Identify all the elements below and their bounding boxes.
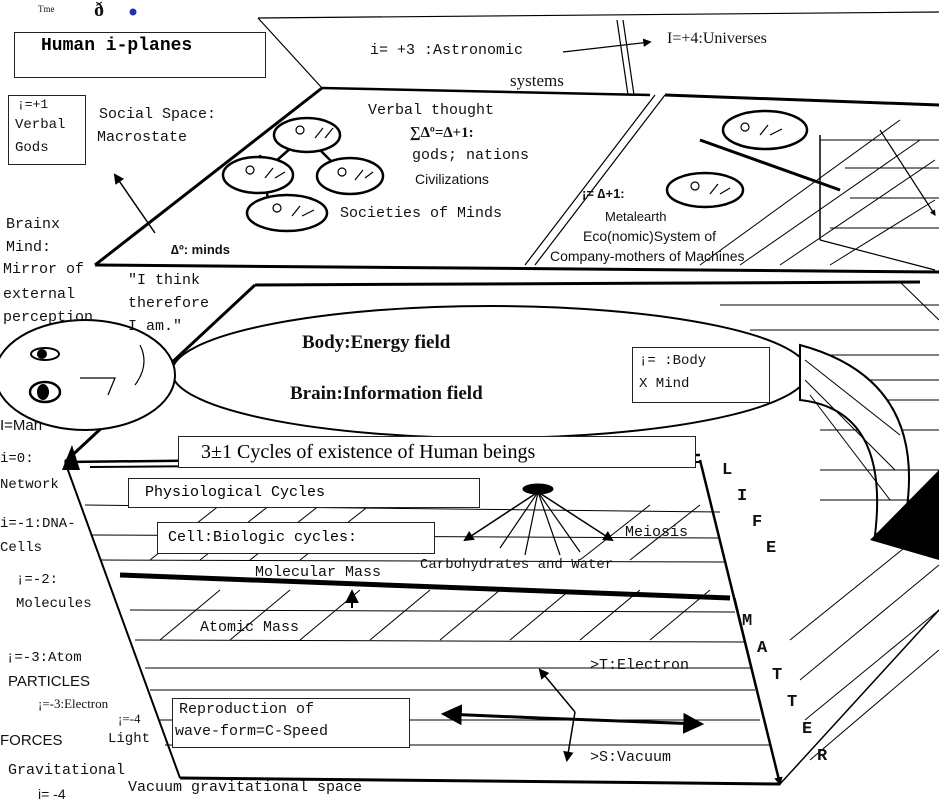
verbal-thought-label: Verbal thought [368, 102, 495, 119]
formula-label: ∑∆º=∆+1: [410, 125, 474, 141]
molecules-label: Molecules [16, 596, 92, 612]
civilizations-label: Civilizations [415, 171, 489, 187]
minds-network [221, 109, 809, 233]
verbal-label: Verbal [15, 117, 66, 133]
life-letter-f: F [752, 513, 763, 532]
quote-line-2: therefore [128, 295, 210, 312]
gods-label: Gods [15, 140, 49, 156]
universes-label: I=+4:Universes [667, 30, 767, 47]
man-head-circle [0, 319, 176, 431]
matter-letter-t1: T [772, 666, 783, 685]
particles-label: PARTICLES [8, 673, 90, 690]
mind-circle-1 [272, 116, 342, 154]
macrostate-label: Macrostate [97, 129, 188, 146]
life-letter-e: E [766, 539, 777, 558]
man-label: I=Man [0, 417, 43, 434]
econ-system-label: Eco(nomic)System of [583, 228, 717, 244]
wave-arrows [440, 668, 705, 763]
societies-label: Societies of Minds [340, 205, 503, 222]
matter-letter-m: M [742, 612, 753, 631]
life-letter-l: L [722, 461, 733, 480]
arrow-to-social [113, 173, 156, 234]
mind-circle-6 [665, 171, 745, 209]
vacuum-space-label: Vacuum gravitational space [128, 779, 363, 796]
gravitational-label: Gravitational [8, 762, 126, 779]
gods-nations-label: gods; nations [412, 147, 530, 164]
delta-plus-label: ¡= ∆+1: [582, 186, 625, 201]
top-cut-symbol: ð [94, 0, 104, 21]
body-mind-line-1: ¡= :Body [639, 353, 707, 369]
top-blue-dot [129, 8, 137, 16]
matter-letter-t2: T [787, 693, 798, 712]
dna-label: i=-1:DNA- [0, 516, 76, 532]
company-mothers-label: Company-mothers of Machines [550, 248, 745, 264]
cycles-banner: 3±1 Cycles of existence of Human beings [178, 436, 696, 468]
arrow-metal-right [879, 129, 936, 217]
atom-label: ¡=-3:Atom [6, 650, 82, 666]
mind-label: Mind: [6, 239, 52, 256]
reproduction-line-2: wave-form=C-Speed [175, 723, 329, 740]
social-space-label: Social Space: [99, 106, 217, 123]
life-letter-i: I [737, 487, 748, 506]
life-curve-arrow [799, 343, 939, 560]
verbal-gods-box: ¡=+1 Verbal Gods [8, 95, 86, 165]
meiosis-label: Meiosis [625, 524, 689, 541]
matter-letter-e: E [802, 720, 813, 739]
mind-circle-5 [721, 109, 809, 151]
arrow-to-universes [562, 38, 652, 53]
light-i-label: ¡=-4 [118, 711, 141, 726]
brainx-label: Brainx [6, 216, 61, 233]
upper-plane [94, 11, 939, 274]
title-box: Human i-planes [14, 32, 266, 78]
carbohydrates-label: Carbohydrates and Water [420, 557, 614, 573]
mind-circle-3 [315, 156, 385, 196]
metalearth-label: Metalearth [605, 209, 667, 224]
network-label: Network [0, 477, 59, 493]
molecule-i-label: ¡=-2: [16, 572, 59, 588]
quote-line-1: "I think [128, 272, 201, 289]
verbal-i-label: ¡=+1 [17, 97, 49, 112]
matter-letter-a: A [757, 639, 768, 658]
minds-label: ∆º: minds [171, 242, 230, 257]
light-label: Light [108, 731, 151, 747]
perception-label: perception [3, 309, 94, 326]
mirror-label: Mirror of [3, 261, 85, 278]
systems-label: systems [510, 71, 564, 90]
reproduction-line-1: Reproduction of [179, 701, 315, 718]
cells-label: Cells [0, 540, 43, 556]
electron-t-label: >T:Electron [590, 657, 690, 674]
brain-information-label: Brain:Information field [290, 383, 483, 404]
mind-circle-4 [245, 193, 329, 233]
cell-box: Cell:Biologic cycles: [157, 522, 435, 554]
body-mind-box: ¡= :Body X Mind [632, 347, 770, 403]
i-minus-4-label: i= -4 [38, 786, 66, 802]
external-label: external [3, 286, 76, 303]
quote-line-3: I am." [128, 318, 183, 335]
matter-letter-r: R [817, 747, 828, 766]
molecular-mass-label: Molecular Mass [255, 564, 382, 581]
body-mind-line-2: X Mind [639, 376, 690, 392]
atomic-mass-label: Atomic Mass [200, 619, 300, 636]
vacuum-s-label: >S:Vacuum [590, 749, 672, 766]
body-energy-label: Body:Energy field [302, 332, 451, 353]
network-i-label: i=0: [0, 451, 34, 467]
matter-arrow [734, 597, 783, 786]
electron-left-label: ¡=-3:Electron [38, 696, 109, 711]
astronomic-label: i= +3 :Astronomic [370, 42, 524, 59]
meiosis-node [463, 483, 614, 556]
physiological-box: Physiological Cycles [128, 478, 480, 508]
mind-circle-2 [221, 155, 295, 195]
forces-label: FORCES [0, 732, 63, 749]
top-cut-text: Tme [38, 4, 55, 14]
reproduction-box: Reproduction of wave-form=C-Speed [172, 698, 410, 748]
